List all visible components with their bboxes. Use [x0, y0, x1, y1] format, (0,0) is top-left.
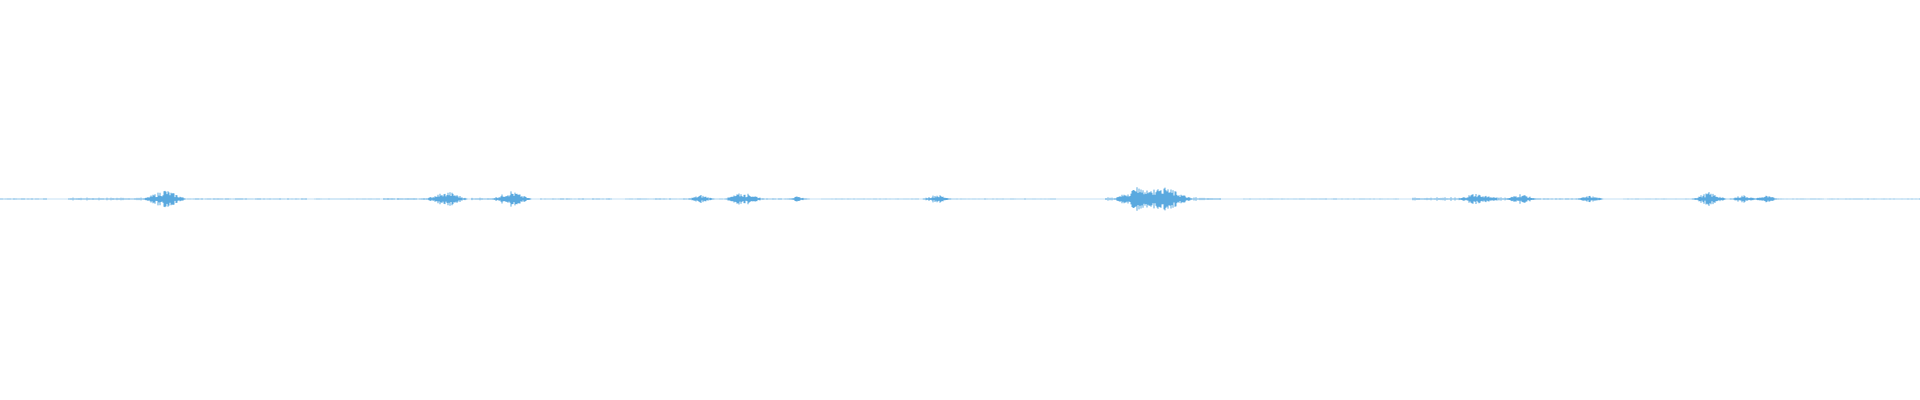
waveform-peak — [143, 190, 187, 208]
waveform-segment — [540, 198, 612, 200]
waveform-segment — [0, 198, 47, 200]
waveform-peak — [1729, 195, 1757, 203]
waveform-peak — [1472, 195, 1500, 203]
waveform-segment — [821, 198, 919, 200]
waveform-peak — [1752, 195, 1780, 203]
waveform-peak — [785, 196, 809, 202]
waveform-segment — [314, 198, 380, 200]
waveform-segment — [1243, 198, 1399, 200]
waveform-peak — [1576, 195, 1604, 203]
waveform-peak — [733, 193, 765, 205]
waveform-peak — [430, 192, 468, 206]
waveform-peak — [687, 195, 715, 203]
waveform-peak — [922, 195, 952, 203]
waveform-peak — [1505, 194, 1537, 204]
waveform-path-group — [0, 187, 1920, 211]
waveform-segment — [1827, 198, 1920, 200]
waveform-peak — [1691, 192, 1727, 206]
waveform-peak — [1149, 189, 1193, 209]
waveform-peak — [498, 193, 532, 205]
waveform-segment — [187, 198, 307, 200]
